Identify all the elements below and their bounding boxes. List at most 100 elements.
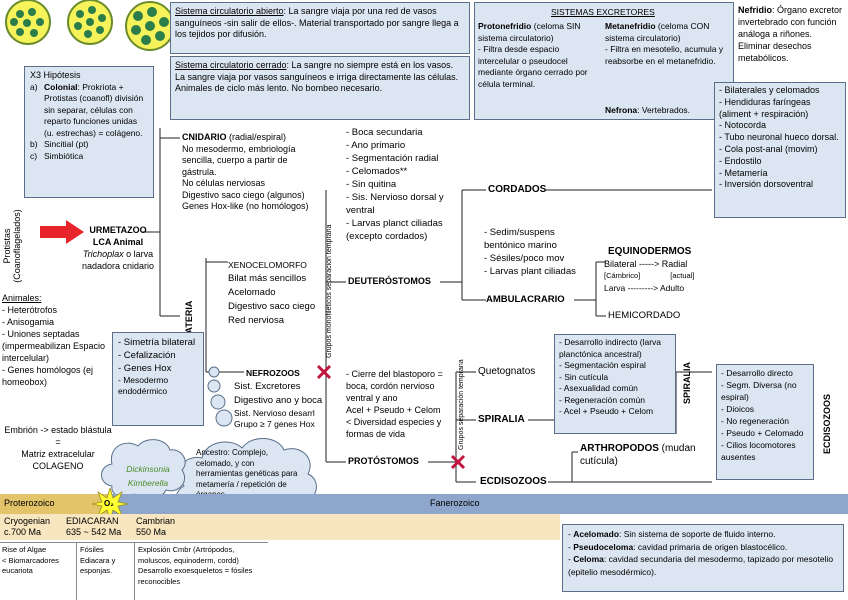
open-circulatory-box: Sistema circulatorio abierto: La sangre … [170,2,470,54]
ecdysozoa-box: - Desarrollo directo - Segm. Diversa (no… [716,364,814,480]
deuterostome-trait: - Segmentación radial [346,153,439,164]
chordate-trait: - Tubo neuronal hueco dorsal. [719,132,839,143]
chordate-trait: - Endostilo [719,155,762,166]
kimberella-label: Kimberella [127,478,169,488]
ediacaran-label: EDIACARAN [66,516,119,526]
urmetazoo-species: Trichoplax [82,249,124,259]
cryogenian-block: Cryogenian c.700 Ma [4,516,50,538]
definition-row: - Celoma: cavidad secundaria del mesoder… [568,554,834,577]
bilateria-trait: - Genes Hox [118,363,172,374]
cambrian-label: Cambrian [136,516,176,526]
xenacoelomorpha-item: Digestivo saco ciego [228,301,316,312]
spiralia-trait: - Desarrollo indirecto (larva planctónic… [559,337,662,359]
echinoderm-arrow-radial: -----> Radial [639,259,688,269]
echinoderm-larva: Larva [604,283,626,293]
oxygen-label: O₂ [104,499,114,508]
cnidaria-item: No células nerviosas [182,178,266,188]
nephridium-text: : Órgano excretor invertebrado con funci… [738,5,843,63]
definition-text: : Sin sistema de soporte de fluido inter… [619,529,776,539]
timeline-band [0,494,848,514]
xenacoelomorpha-block: XENOCELOMORFO Bilat más sencillos Acelom… [228,258,324,328]
xenacoelomorpha-item: Acelomado [228,287,276,298]
ecdysozoa-title: ECDISOZOOS [480,476,547,487]
chordate-trait: - Cola post-anal (movim) [719,143,818,154]
spiralia-box: - Desarrollo indirecto (larva planctónic… [554,334,676,434]
xenacoelomorpha-item: Bilat más sencillos [228,273,307,284]
deuterostome-trait: - Larvas planct ciliadas (excepto cordad… [346,218,443,242]
hypothesis-a-text: : Prokriota + Protistas (coanofl) divisi… [44,81,144,138]
protostome-trait: < Diversidad especies y formas de vida [346,417,442,439]
definition-text: : cavidad secundaria del mesodermo, tapi… [568,554,834,577]
xenacoelomorpha-title: XENOCELOMORFO [228,260,307,270]
spiralia-trait: - Acel + Pseudo + Celom [559,406,654,416]
ambulacraria-traits: - Sedim/suspens bentónico marino - Sésil… [484,226,596,278]
protostome-trait: - Cierre del blastoporo = boca, cordón n… [346,369,443,403]
echinoderm-cambrian: [Cámbrico] [604,271,641,280]
cnidaria-item: Digestivo saco ciego (algunos) [182,189,305,200]
open-circulatory-text: : La sangre viaja por una red de vasos s… [175,6,459,39]
right-arrow-icon [40,220,84,244]
embryo-line: = [55,437,61,447]
metanephridium-block: Metanefridio (celoma CON sistema circula… [605,21,731,67]
echinoderm-arrow-adult: ---------> Adulto [627,283,685,293]
protostome-traits: - Cierre del blastoporo = boca, cordón n… [346,368,454,440]
proterozoic-segment [0,494,112,514]
echinoderms-block: EQUINODERMOS Bilateral -----> Radial [Cá… [604,246,724,294]
ecdysozoa-trait: - Pseudo + Celomado [721,428,804,438]
hypothesis-b-marker: b) [30,139,38,149]
ancestor-text: Ancestro: Complejo, celomado, y con herr… [196,448,298,499]
definitions-box: - Acelomado: Sin sistema de soporte de f… [562,524,844,592]
ediacaran-block: EDIACARAN 635 ~ 542 Ma [66,516,121,538]
closed-circulatory-text: : La sangre no siempre está en los vasos… [175,60,459,93]
protists-label: Protistas (Coanoflagelados) [2,209,22,283]
definition-row: - Acelomado: Sin sistema de soporte de f… [568,529,776,539]
definition-term: Pseudoceloma [573,541,634,552]
xenacoelomorpha-item: Red nerviosa [228,315,284,326]
nephrozoa-block: NEFROZOOS Sist. Excretores Digestivo ano… [234,366,328,430]
algae-note: Rise of Algae < Biomarcadores eucariota [2,545,59,575]
chordate-trait: - Metamería [719,167,768,178]
echinoderms-title: EQUINODERMOS [608,246,692,257]
definition-text: : cavidad primaria de origen blastocélic… [633,541,788,552]
phanerozoic-label: Fanerozoico [430,498,480,508]
spiralia-trait: - Regeneración común [559,394,645,405]
nephridium-title: Nefridio [738,5,773,15]
protostomes-title: PROTÓSTOMOS [348,456,419,466]
hypothesis-c-marker: c) [30,150,38,161]
ambulacraria-trait: - Sésiles/poco mov [484,253,565,264]
oxygen-sun-icon [92,488,128,520]
ecdysozoa-trait: - Dioicos [721,404,755,414]
spiralia-vertical-label: SPIRALIA [682,361,692,404]
chordate-trait: - Notocorda [719,120,767,131]
animals-item: - Heterótrofos [2,305,58,315]
metanephridium-text: (celoma CON sistema circulatorio) - Filt… [605,21,724,66]
embryo-line: Embrión -> estado blástula [4,425,112,435]
hypothesis-c-text: Simbiótica [44,150,84,161]
excretory-systems-box: SISTEMAS EXCRETORES Protonefridio (celom… [474,2,734,120]
animals-block: Animales: - Heterótrofos - Anisogamia - … [2,292,112,388]
cambrian-block: Cambrian 550 Ma [136,516,175,538]
spiralia-trait: - Asexualidad común [559,383,638,393]
cnidaria-block: CNIDARIO (radial/espiral) No mesodermo, … [182,132,322,213]
embryo-line: Matriz extracelular COLAGENO [21,449,95,471]
ambulacraria-trait: - Larvas plant ciliadas [484,266,576,277]
nephrozoa-item: Grupo ≥ 7 genes Hox [234,419,315,429]
deuterostome-trait: - Celomados** [346,166,408,177]
chordate-trait: - Bilaterales y celomados [719,85,820,95]
chaetognatha-title: Quetognatos [478,366,536,377]
arthropods-title: ARTHROPODOS [580,443,659,454]
cell-colony-1-icon [5,0,51,45]
urmetazoo-rest: o larva nadadora cnidario [81,249,155,271]
nephrozoa-title: NEFROZOOS [246,368,300,378]
early-separation-label: Grupos separación temprana [458,359,465,450]
deuterostome-trait: - Sis. Nervioso dorsal y ventral [346,192,444,216]
explosion-note: Explosión Cmbr (Artrópodos, moluscos, eq… [138,545,253,586]
cnidaria-title: CNIDARIO [182,132,227,142]
definition-term: Acelomado [573,529,620,539]
chordates-box: - Bilaterales y celomados - Hendiduras f… [714,82,846,218]
definition-row: - Pseudoceloma: cavidad primaria de orig… [568,541,788,552]
hypothesis-a-marker: a) [30,81,38,92]
metanephridium-title: Metanefridio [605,21,656,31]
bilateria-trait: - Cefalización [118,350,176,361]
spiralia-trait: - Segmentación espiral [559,360,646,370]
